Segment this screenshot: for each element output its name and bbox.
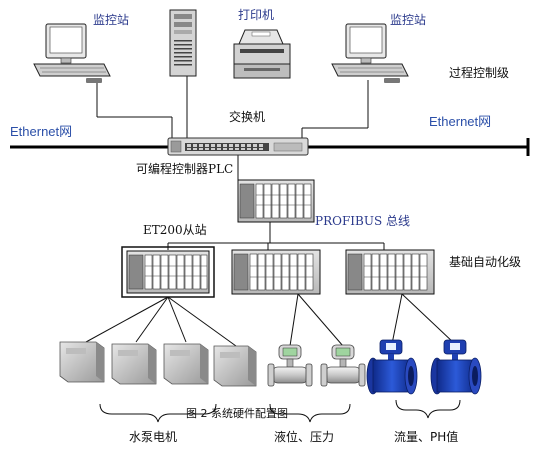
flow-ph-label: 流量、PH值 [394, 430, 459, 444]
printer-icon [233, 29, 291, 79]
workstation-icon [33, 23, 111, 83]
network-switch-icon [167, 137, 309, 156]
monitor-station-right-label: 监控站 [390, 13, 427, 27]
plc-rack-icon [345, 249, 435, 295]
electromagnetic-flowmeter-icon [430, 339, 482, 395]
plc-rack-icon [121, 246, 215, 298]
ethernet-backbone [10, 138, 530, 156]
basic-automation-level-label: 基础自动化级 [449, 255, 522, 269]
motor-drive-icon [213, 345, 257, 387]
figure-caption: 图 2 系统硬件配置图 [186, 407, 288, 420]
motor-drive-icon [111, 343, 157, 385]
brace-flow-ph [395, 399, 461, 419]
brace-level-pressure [269, 403, 351, 423]
printer-label: 打印机 [238, 8, 275, 22]
brace-pump-motors [99, 403, 217, 423]
plc-rack-icon [231, 249, 321, 295]
level-pressure-label: 液位、压力 [274, 430, 335, 444]
connection-lines [96, 75, 385, 250]
profibus-label: PROFIBUS 总线 [315, 214, 410, 228]
plc-rack-icon [237, 179, 315, 223]
pressure-transmitter-icon [267, 344, 313, 387]
group-braces [99, 399, 461, 423]
process-control-level-label: 过程控制级 [449, 66, 510, 80]
ethernet-left-label: Ethernet网 [10, 124, 73, 139]
pump-motor-label: 水泵电机 [129, 430, 178, 444]
server-tower-icon [169, 9, 197, 77]
pressure-transmitter-icon [320, 344, 366, 387]
ethernet-right-label: Ethernet网 [429, 114, 492, 129]
switch-label: 交换机 [229, 110, 266, 124]
field-device-lines [85, 293, 456, 347]
plc-label: 可编程控制器PLC [136, 162, 234, 176]
workstation-icon [331, 23, 409, 83]
et200-label: ET200从站 [143, 223, 207, 237]
electromagnetic-flowmeter-icon [366, 339, 418, 395]
motor-drive-icon [59, 341, 105, 383]
motor-drive-icon [163, 343, 209, 385]
monitor-station-left-label: 监控站 [93, 13, 130, 27]
